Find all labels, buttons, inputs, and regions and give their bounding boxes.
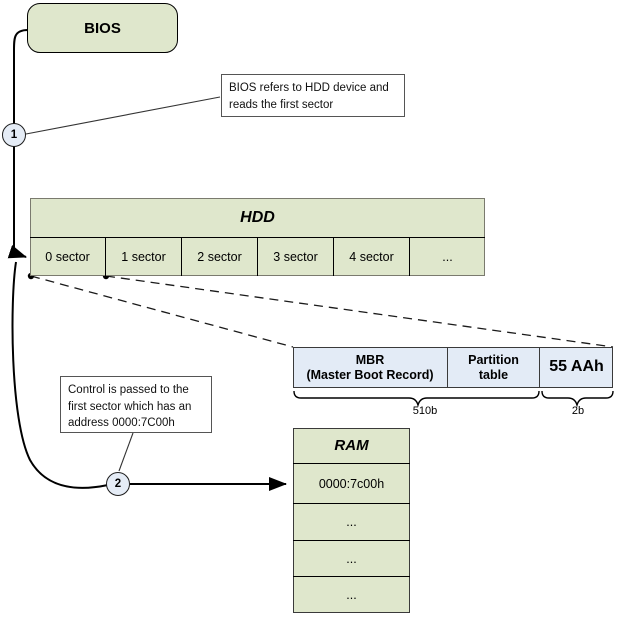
hdd-sector-0-label: 0 sector xyxy=(45,250,90,264)
leader-note2 xyxy=(118,432,134,472)
mbr-cell-master-boot-record[interactable]: MBR (Master Boot Record) xyxy=(293,347,448,388)
ram-row-0-label: 0000:7c00h xyxy=(318,476,385,491)
ram-row-2-label: ... xyxy=(346,551,357,566)
ram-row-1-label: ... xyxy=(346,515,357,529)
ram-row-3[interactable]: ... xyxy=(293,577,410,613)
arrow-into-sector0 xyxy=(7,244,27,259)
note1-text: BIOS refers to HDD device and reads the … xyxy=(229,82,389,111)
flow-bios-to-hdd xyxy=(13,29,29,253)
brace-label-2b-text: 2b xyxy=(571,405,585,417)
hdd-sector-4[interactable]: 4 sector xyxy=(334,238,410,276)
hdd-sector-3[interactable]: 3 sector xyxy=(258,238,334,276)
hdd-title: HDD xyxy=(30,198,485,238)
mbr-row xyxy=(293,347,613,388)
ram-row-1[interactable]: ... xyxy=(293,504,410,541)
dashed-expand-left xyxy=(30,275,294,348)
mbr-cell-1-text: Partition table xyxy=(468,353,519,382)
hdd-sector-2[interactable]: 2 sector xyxy=(182,238,258,276)
mbr-cell-0-line1: MBR xyxy=(355,353,385,368)
step-marker-1-label: 1 xyxy=(10,129,18,141)
dashed-expand-right xyxy=(105,275,614,348)
brace-2b xyxy=(541,390,614,408)
ram-row-0000-7c00h[interactable]: 0000:7c00h xyxy=(293,464,410,504)
mbr-cell-0-text: MBR (Master Boot Record) xyxy=(306,353,433,382)
mbr-cell-signature-55aah[interactable]: 55 AAh xyxy=(540,347,613,388)
brace-label-510b: 510b xyxy=(385,405,465,417)
mbr-cell-partition-table[interactable]: Partition table xyxy=(448,347,540,388)
note-bios-reads-first-sector: BIOS refers to HDD device and reads the … xyxy=(221,74,405,117)
mbr-cell-1-line2: table xyxy=(478,367,509,382)
step-marker-2: 2 xyxy=(106,472,130,496)
ram-title: RAM xyxy=(293,428,410,464)
brace-label-510b-text: 510b xyxy=(412,405,438,417)
brace-label-2b: 2b xyxy=(548,405,608,417)
mbr-cell-0-line2: (Master Boot Record) xyxy=(306,367,434,382)
hdd-sector-ellipsis[interactable]: ... xyxy=(410,238,485,276)
bios-label: BIOS xyxy=(84,19,121,37)
ram-table xyxy=(293,428,410,613)
hdd-title-label: HDD xyxy=(240,208,275,226)
hdd-sector-1-label: 1 sector xyxy=(121,250,166,264)
step-marker-1: 1 xyxy=(2,123,26,147)
hdd-sector-4-label: 4 sector xyxy=(349,250,394,264)
step-marker-2-label: 2 xyxy=(114,478,122,490)
hdd-sector-ellipsis-label: ... xyxy=(442,250,453,264)
brace-510b xyxy=(293,390,540,408)
ram-title-label: RAM xyxy=(334,437,369,454)
ram-row-2[interactable]: ... xyxy=(293,541,410,577)
flow-hdd-to-ram-curve xyxy=(11,261,109,489)
bios-box[interactable]: BIOS xyxy=(27,3,178,53)
hdd-sector-2-label: 2 sector xyxy=(197,250,242,264)
note-control-passed-to-first-sector: Control is passed to the first sector wh… xyxy=(60,376,212,433)
hdd-sector-0[interactable]: 0 sector xyxy=(30,238,106,276)
leader-note1 xyxy=(25,96,221,135)
note2-text: Control is passed to the first sector wh… xyxy=(68,384,192,430)
ram-row-3-label: ... xyxy=(346,588,357,602)
mbr-cell-2-label: 55 AAh xyxy=(549,358,604,376)
mbr-cell-1-line1: Partition xyxy=(468,353,519,368)
hdd-sector-1[interactable]: 1 sector xyxy=(106,238,182,276)
hdd-sector-3-label: 3 sector xyxy=(273,250,318,264)
